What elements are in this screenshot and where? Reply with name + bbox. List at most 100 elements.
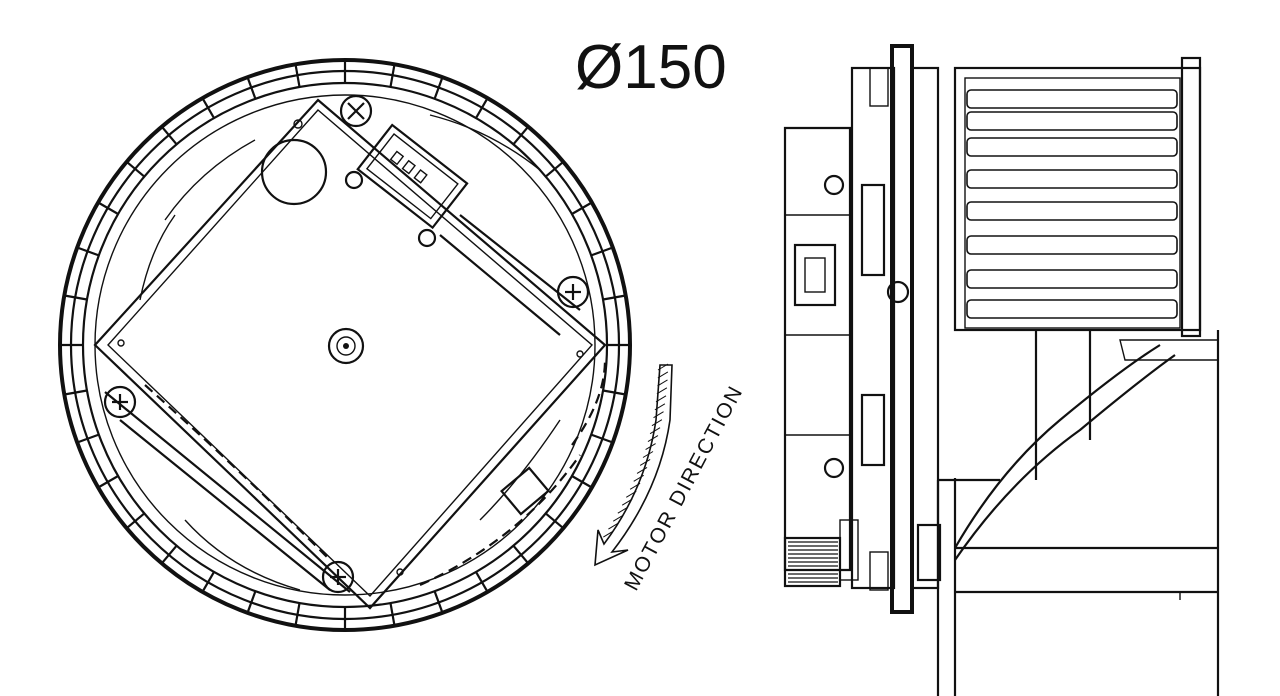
ring-tick [544,512,565,530]
ring-tick [571,475,593,489]
ring-tick [294,64,301,88]
ring-tick [590,246,614,257]
scroll-curve [954,354,1176,561]
fan-slat [966,111,1178,131]
hatch-line [656,387,668,395]
mounting-plate [93,98,607,610]
side-screw [823,174,845,196]
screw-icon [556,275,590,309]
connector [356,123,469,230]
ring-tick [475,571,489,593]
plate-strip [459,214,581,311]
ring-tick [389,64,396,88]
fan-curve [139,214,176,301]
switch-box [500,466,550,516]
screw-icon [321,560,355,594]
hatch-line [657,379,668,387]
hatch-line [654,403,666,411]
ring-tick [201,97,215,119]
ring-tick [512,125,530,146]
hatch-line [645,443,656,450]
screw-icon [103,385,137,419]
ring-tick [602,294,626,301]
fan-slat [966,299,1178,319]
ring-tick [64,389,88,396]
ring-tick [125,160,146,178]
fin-row [419,454,581,587]
hole [576,350,584,358]
fin-row [144,384,331,561]
ring-tick [76,433,100,444]
flange-plate [850,66,896,590]
ring-tick [294,602,301,626]
hatch-line [612,514,624,522]
hatch-line [633,474,644,482]
ring-tick [571,201,593,215]
hatch-line [639,459,651,466]
hole [396,568,404,576]
fan-slat [966,137,1178,157]
bracket [916,523,942,582]
screw-icon [339,94,373,128]
hatch-line [657,371,669,379]
ring-tick [160,544,178,565]
ring-ticks [60,60,630,630]
ring-tick [590,433,614,444]
motor-direction-arrow [594,363,673,567]
connector-side [793,243,837,307]
hatch-line [649,427,661,435]
hatch-line [655,395,667,403]
small-screw [417,228,437,248]
motor-housing [783,126,852,572]
hatch-line [657,363,669,371]
flange-plate-back [910,66,940,590]
fan-slat [966,201,1178,221]
fan-slat [966,235,1178,255]
bracket [839,519,859,581]
hatch-line [621,498,633,506]
fan-slat [966,89,1178,109]
blower-side-view [783,44,1220,696]
outlet-lip [1119,339,1219,361]
ring-tick [125,512,146,530]
pin-hole [293,119,303,129]
ring-tick [97,201,119,215]
hatch-line [626,490,637,498]
hatch-line [642,451,654,458]
fan-wheel-inner [964,77,1181,329]
hole [117,339,125,347]
hatch-line [636,466,648,474]
fin-row [571,359,607,446]
hatch-line [608,522,619,530]
ring-tick [544,160,565,178]
motor-boss [260,138,328,206]
ring-tick [512,544,530,565]
plate-strip [119,419,331,591]
ring-tick [246,590,257,614]
hatch-line [651,419,663,427]
clip [869,67,889,107]
clip [860,393,886,467]
hatch-line [617,506,629,514]
hatch-line [603,530,614,538]
ring-tick [475,97,489,119]
ring-tick [433,590,444,614]
ring-tick [97,475,119,489]
fan-slat [966,269,1178,289]
ring-tick [602,389,626,396]
hatch-line [653,411,664,419]
wheel-end-plate [1180,56,1202,338]
connector-side-inner [804,257,826,293]
hatch-line [629,482,641,490]
shaft-icon [327,327,365,365]
mounting-plate-inner [107,109,593,598]
ring-tick [389,602,396,626]
plate-strip [104,391,351,593]
fan-slat [966,169,1178,189]
fan-slats [966,89,1178,319]
flange-hole [886,280,910,304]
knurl-lines [788,541,838,583]
fan-curve [164,139,256,221]
ring-tick [246,76,257,100]
